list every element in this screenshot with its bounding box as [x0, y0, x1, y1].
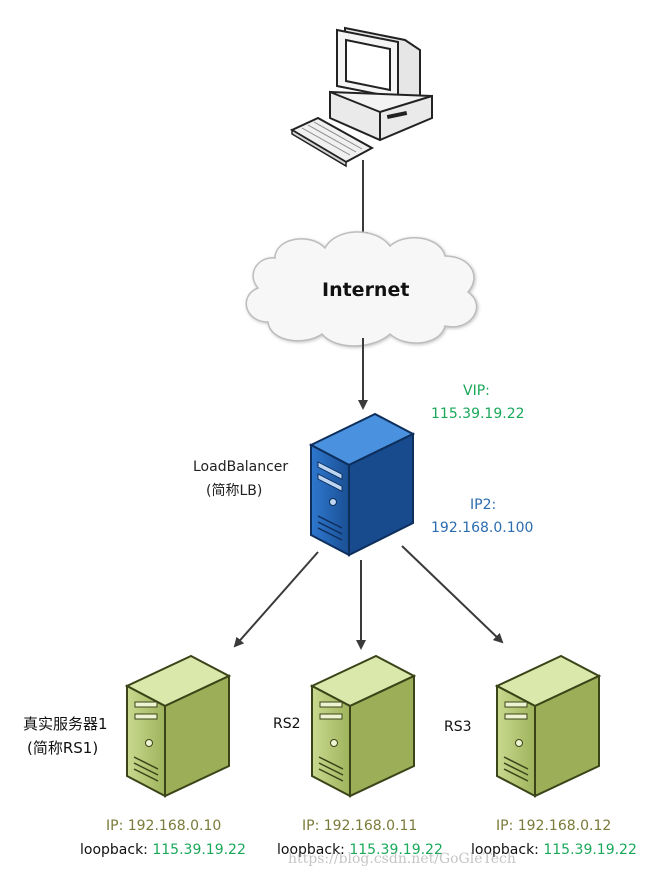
- rs1-loopback: loopback: 115.39.19.22: [80, 842, 246, 858]
- computer-icon: [289, 26, 433, 168]
- lb-name-label: LoadBalancer: [193, 459, 289, 475]
- rs3-ip-label: IP: 192.168.0.12: [496, 818, 612, 834]
- rs2-server-icon: [309, 654, 417, 798]
- watermark: https://blog.csdn.net/GoGleTech: [288, 851, 516, 867]
- load-balancer-server-icon: [308, 412, 416, 557]
- rs1-name-label: 真实服务器1: [23, 715, 108, 733]
- rs3-loopback-value: 115.39.19.22: [543, 842, 637, 858]
- rs1-server-icon: [124, 654, 232, 798]
- rs1-ip-label: IP: 192.168.0.10: [106, 818, 222, 834]
- rs2-loopback: loopback: 115.39.19.22: [277, 842, 443, 858]
- rs2-ip-label: IP: 192.168.0.11: [302, 818, 418, 834]
- vip-label: VIP:: [463, 383, 490, 399]
- rs3-name-label: RS3: [444, 719, 472, 735]
- rs1-loopback-value: 115.39.19.22: [152, 842, 246, 858]
- cloud-icon: [245, 231, 478, 347]
- rs3-loopback: loopback: 115.39.19.22: [471, 842, 637, 858]
- rs2-loopback-label: loopback:: [277, 842, 345, 858]
- arrow-lb-to-rs3: [401, 545, 504, 644]
- rs1-loopback-label: loopback:: [80, 842, 148, 858]
- rs3-server-icon: [494, 654, 602, 798]
- lb-name-sublabel: (简称LB): [206, 483, 263, 499]
- arrow-lb-to-rs1: [233, 551, 319, 648]
- rs2-loopback-value: 115.39.19.22: [349, 842, 443, 858]
- rs1-name-sublabel: (简称RS1): [27, 739, 99, 757]
- rs3-loopback-label: loopback:: [471, 842, 539, 858]
- internet-label: Internet: [322, 279, 410, 301]
- vip-value: 115.39.19.22: [431, 406, 525, 422]
- ip2-value: 192.168.0.100: [431, 520, 534, 536]
- ip2-label: IP2:: [470, 497, 497, 513]
- rs2-name-label: RS2: [273, 716, 301, 732]
